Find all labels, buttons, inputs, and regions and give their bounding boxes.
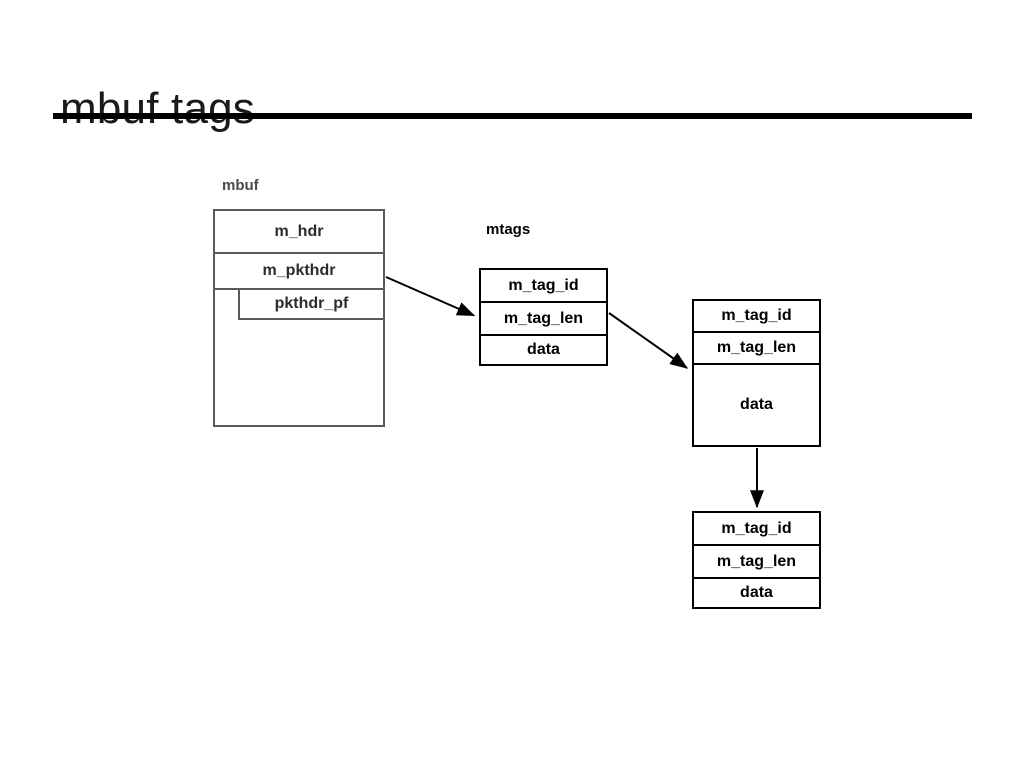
mbuf-row-data-area xyxy=(215,322,383,427)
arrow-mtag-first-to-mtag-second xyxy=(608,312,688,369)
title-underline-rule xyxy=(53,113,972,119)
mtag-third-row-m-tag-len: m_tag_len xyxy=(694,546,819,579)
mtag-second-row-data: data xyxy=(740,396,773,413)
arrow-mbuf-to-mtag-first xyxy=(385,276,476,317)
mtag-first-row-data: data xyxy=(527,341,560,358)
mtag-third-row-m-tag-id: m_tag_id xyxy=(694,513,819,546)
mtag-box-first: m_tag_id m_tag_len data xyxy=(479,268,608,366)
mtags-label: mtags xyxy=(486,221,531,238)
mtag-third-row-data: data xyxy=(740,584,773,601)
mtag-box-third: m_tag_id m_tag_len data xyxy=(692,511,821,609)
mbuf-row-m-pkthdr: m_pkthdr xyxy=(215,254,383,290)
mbuf-label: mbuf xyxy=(222,177,259,194)
mtag-first-row-m-tag-len: m_tag_len xyxy=(481,303,606,336)
page-title: mbuf tags xyxy=(60,84,256,134)
mbuf-nested-pkthdr-pf-box: pkthdr_pf xyxy=(238,288,385,320)
mtag-second-row-m-tag-len: m_tag_len xyxy=(694,333,819,365)
mtag-box-second: m_tag_id m_tag_len data xyxy=(692,299,821,447)
mtag-first-row-m-tag-id: m_tag_id xyxy=(481,270,606,303)
mbuf-row-m-hdr: m_hdr xyxy=(215,211,383,254)
mtag-second-row-m-tag-id: m_tag_id xyxy=(694,301,819,333)
